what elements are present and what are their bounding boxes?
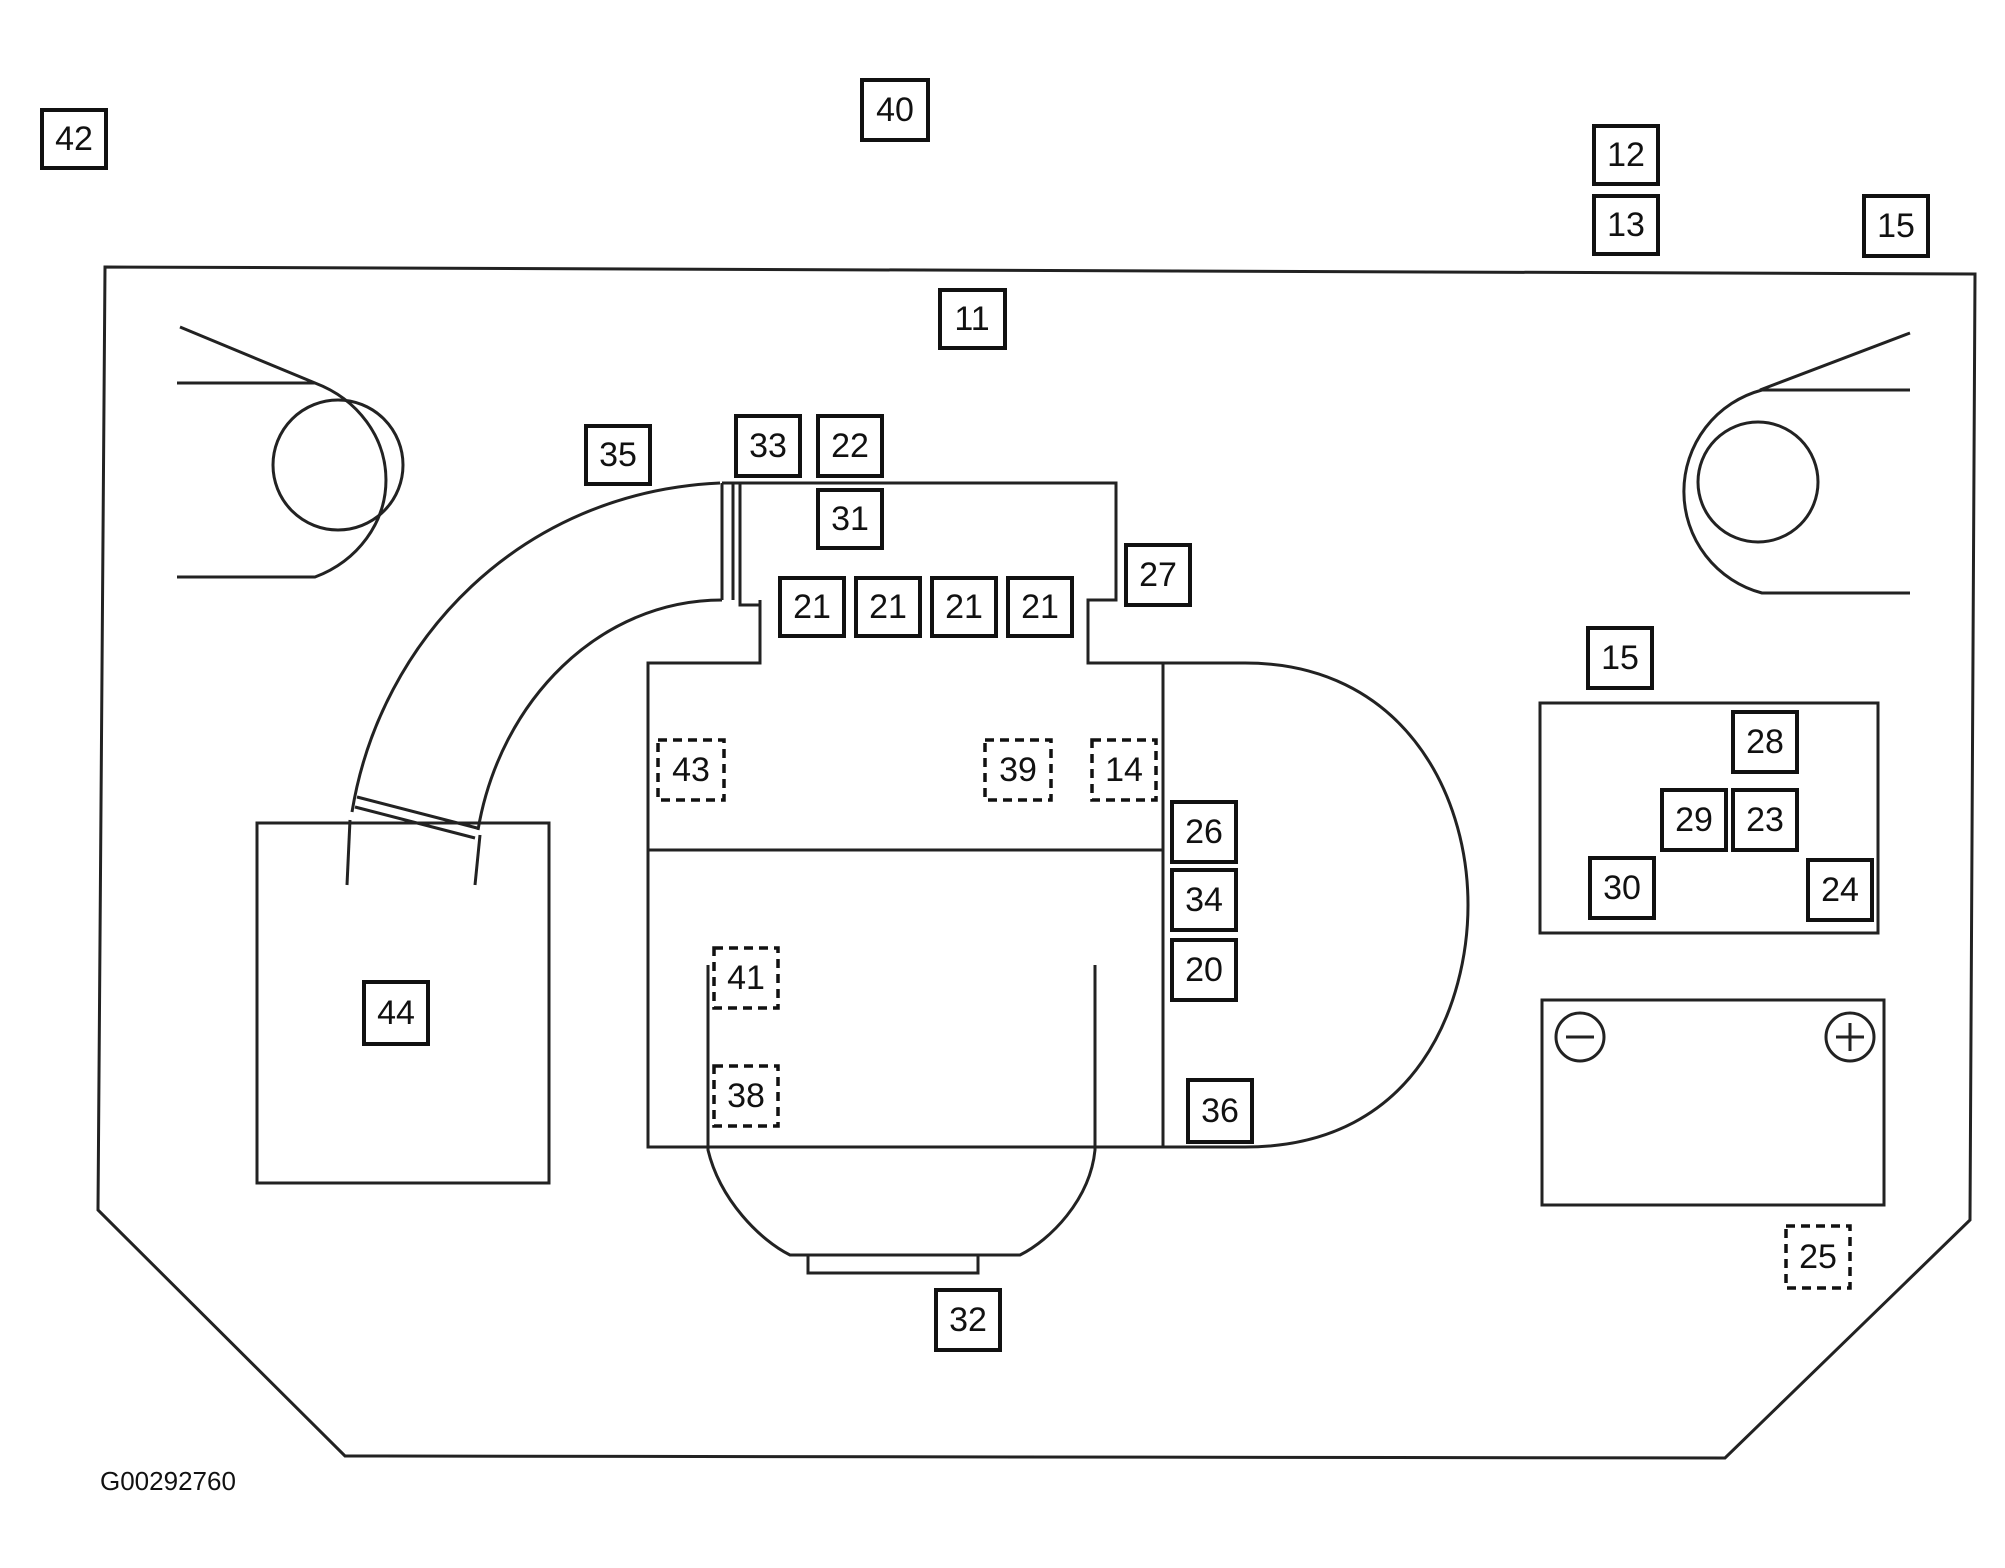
svg-text:30: 30	[1603, 869, 1641, 907]
svg-text:11: 11	[954, 300, 989, 338]
svg-text:25: 25	[1799, 1238, 1837, 1276]
fuse-relay-box	[1538, 701, 1880, 935]
svg-text:21: 21	[793, 588, 831, 626]
svg-text:32: 32	[949, 1301, 987, 1339]
location-callout-l32: 32	[934, 1288, 1002, 1352]
svg-text:43: 43	[672, 751, 710, 789]
location-callout-l40: 40	[860, 78, 930, 142]
location-callout-l29: 29	[1660, 788, 1728, 852]
location-callout-l11: 11	[938, 288, 1007, 350]
location-callout-l12: 12	[1592, 124, 1660, 186]
svg-text:23: 23	[1746, 801, 1784, 839]
figure-code: G00292760	[100, 1466, 236, 1496]
svg-text:29: 29	[1675, 801, 1713, 839]
svg-text:14: 14	[1105, 751, 1143, 789]
transmission-housing	[1161, 661, 1470, 1149]
location-callout-l24: 24	[1806, 858, 1874, 922]
vehicle-outline	[96, 265, 1977, 1460]
location-callout-l42: 42	[40, 108, 108, 170]
location-callout-l41: 41	[712, 946, 780, 1010]
svg-text:40: 40	[876, 91, 914, 129]
svg-text:26: 26	[1185, 813, 1223, 851]
location-callout-l31: 31	[816, 488, 884, 550]
battery-positive-terminal-icon	[1824, 1011, 1876, 1063]
svg-text:28: 28	[1746, 723, 1784, 761]
location-callout-l21a: 21	[778, 576, 846, 638]
svg-text:27: 27	[1139, 556, 1177, 594]
svg-text:34: 34	[1185, 881, 1223, 919]
location-callout-l27: 27	[1124, 543, 1192, 607]
right-strut-tower	[1682, 331, 1911, 595]
location-callout-l38: 38	[712, 1064, 780, 1128]
svg-text:41: 41	[727, 959, 765, 997]
svg-text:20: 20	[1185, 951, 1223, 989]
location-callout-l28: 28	[1731, 710, 1799, 774]
location-callout-l35: 35	[584, 424, 652, 486]
svg-text:21: 21	[1021, 588, 1059, 626]
svg-text:39: 39	[999, 751, 1037, 789]
location-callout-l20: 20	[1170, 938, 1238, 1002]
location-callout-l39: 39	[983, 738, 1053, 802]
svg-text:21: 21	[945, 588, 983, 626]
location-callout-l43: 43	[656, 738, 726, 802]
location-callout-l21b: 21	[854, 576, 922, 638]
location-callout-l21d: 21	[1006, 576, 1074, 638]
location-callout-l36: 36	[1186, 1078, 1254, 1144]
intake-duct	[345, 481, 723, 886]
svg-text:12: 12	[1607, 136, 1645, 174]
location-callout-l22: 22	[816, 414, 884, 478]
svg-text:42: 42	[55, 120, 93, 158]
location-callout-l15a: 15	[1862, 194, 1930, 258]
location-callout-l34: 34	[1170, 868, 1238, 932]
svg-text:15: 15	[1877, 207, 1915, 245]
location-callout-l15b: 15	[1586, 626, 1654, 690]
location-callout-l30: 30	[1588, 856, 1656, 920]
svg-text:38: 38	[727, 1077, 765, 1115]
location-callout-l33: 33	[734, 414, 802, 478]
svg-text:13: 13	[1607, 206, 1645, 244]
svg-text:15: 15	[1601, 639, 1639, 677]
svg-text:35: 35	[599, 436, 637, 474]
svg-text:33: 33	[749, 427, 787, 465]
left-strut-tower	[177, 325, 405, 579]
svg-text:36: 36	[1201, 1092, 1239, 1130]
svg-text:24: 24	[1821, 871, 1859, 909]
svg-text:31: 31	[831, 500, 869, 538]
location-callout-l26: 26	[1170, 800, 1238, 864]
oil-pan	[706, 965, 1097, 1275]
svg-text:21: 21	[869, 588, 907, 626]
battery-negative-terminal-icon	[1554, 1011, 1606, 1063]
location-callout-l25: 25	[1784, 1224, 1852, 1290]
svg-text:44: 44	[377, 994, 415, 1032]
location-callout-l23: 23	[1731, 788, 1799, 852]
location-callout-l21c: 21	[930, 576, 998, 638]
location-callout-l44: 44	[362, 980, 430, 1046]
battery	[1540, 998, 1886, 1207]
location-callout-l14: 14	[1090, 738, 1158, 802]
air-cleaner-housing	[255, 821, 551, 1185]
location-callout-l13: 13	[1592, 194, 1660, 256]
svg-text:22: 22	[831, 427, 869, 465]
